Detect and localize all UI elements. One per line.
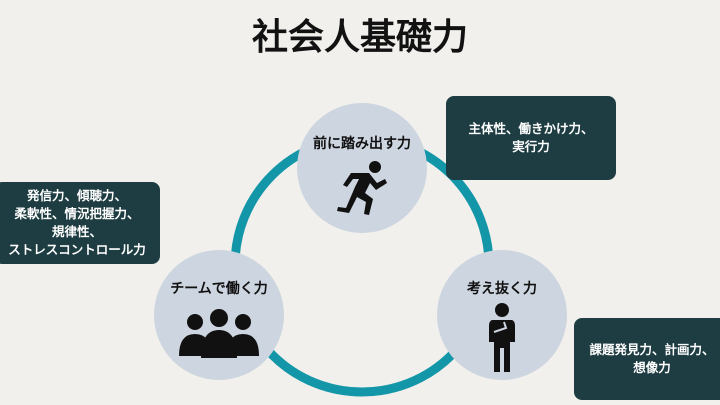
box-step-forward-line2: 実行力 xyxy=(512,139,550,154)
box-teamwork-line1: 発信力、傾聴力、 xyxy=(26,187,127,203)
box-teamwork-line4: ストレスコントロール力 xyxy=(8,242,146,258)
box-think-through-line1: 課題発見力、計画力、 xyxy=(589,341,715,357)
running-person-icon xyxy=(337,161,387,215)
node-teamwork-label: チームで働く力 xyxy=(170,281,268,297)
box-step-forward-skills: 主体性、働きかけ力、 実行力 xyxy=(446,96,616,180)
node-teamwork: チームで働く力 xyxy=(154,250,284,380)
thinking-person-icon xyxy=(489,303,515,372)
box-teamwork-skills: 発信力、傾聴力、 柔軟性、情況把握力、 規律性、 ストレスコントロール力 xyxy=(0,182,160,264)
node-think-through: 考え抜く力 xyxy=(437,250,567,380)
box-teamwork-line3: 規律性、 xyxy=(51,224,102,239)
box-think-through-skills: 課題発見力、計画力、 想像力 xyxy=(574,318,720,400)
box-step-forward-line1: 主体性、働きかけ力、 xyxy=(468,120,594,136)
node-step-forward-label: 前に踏み出す力 xyxy=(313,136,411,152)
box-think-through-line2: 想像力 xyxy=(633,360,671,375)
node-think-through-label: 考え抜く力 xyxy=(467,281,537,297)
box-teamwork-line2: 柔軟性、情況把握力、 xyxy=(14,205,140,221)
page-title: 社会人基礎力 xyxy=(251,17,468,58)
node-step-forward: 前に踏み出す力 xyxy=(297,103,427,233)
group-people-icon xyxy=(179,309,259,358)
